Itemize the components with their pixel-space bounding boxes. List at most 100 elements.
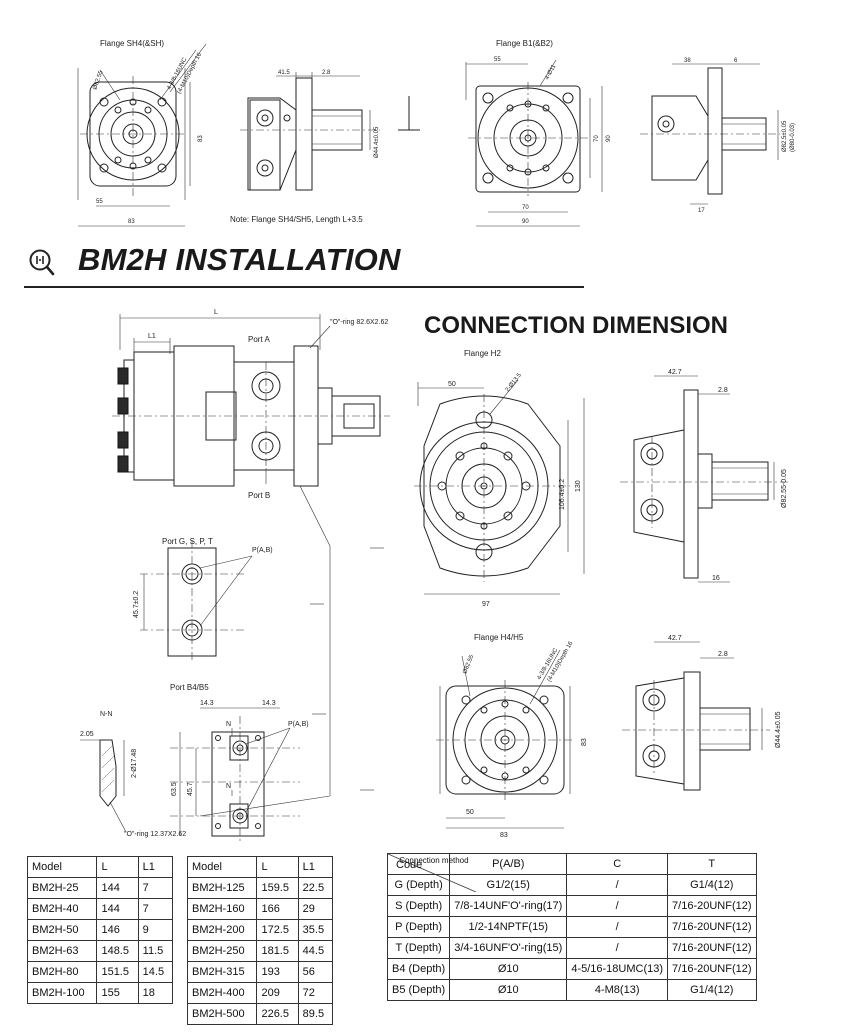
cell: 1/2-14NPTF(15) — [449, 916, 568, 938]
cell: BM2H-80 — [26, 961, 98, 983]
flange-h2-label: Flange H2 — [464, 349, 501, 358]
cell: 226.5 — [256, 1003, 299, 1025]
header-l1: L1 — [137, 856, 174, 878]
cell: 146 — [96, 919, 139, 941]
cell: BM2H-50 — [26, 919, 98, 941]
dim-45-7: 45.7 — [187, 782, 194, 796]
cell: G1/4(12) — [667, 874, 757, 896]
cell: 159.5 — [256, 877, 299, 899]
h4-dim-82-55: Ø82.55 — [462, 654, 475, 675]
port-b4b5-label: Port B4/B5 — [170, 683, 209, 692]
h4-dim-83-horizontal: 83 — [500, 832, 508, 839]
flange-b1-front-view — [465, 59, 603, 227]
cell: 18 — [137, 982, 174, 1004]
dim-82-5: Ø82.5±0.05 — [782, 120, 788, 152]
dim-38: 38 — [684, 58, 691, 64]
cell: 7/16-20UNF(12) — [667, 895, 757, 917]
flange-h2-side-view — [620, 375, 790, 583]
h4-dim-2-8: 2.8 — [718, 651, 728, 658]
port-b4b5-drawing — [170, 707, 300, 842]
cell: BM2H-200 — [186, 919, 258, 941]
cell: G (Depth) — [386, 874, 451, 896]
cell: / — [566, 916, 669, 938]
h2-dim-13-5: 2-Ø13.5 — [505, 372, 523, 393]
flange-h4-side-view — [622, 641, 770, 791]
cell: BM2H-100 — [26, 982, 98, 1004]
cell: Ø10 — [449, 958, 568, 980]
cell: BM2H-160 — [186, 898, 258, 920]
cell: P (Depth) — [386, 916, 451, 938]
dim-b1-55: 55 — [494, 57, 501, 63]
cell: 151.5 — [96, 961, 139, 983]
title-underline — [24, 286, 584, 288]
dim-6: 6 — [734, 58, 738, 64]
dim-83-vertical: 83 — [198, 135, 204, 142]
cell: G1/4(12) — [667, 979, 757, 1001]
cell: 14.5 — [137, 961, 174, 983]
flange-h4-label: Flange H4/H5 — [474, 633, 524, 642]
table-header-row: Model L L1 — [26, 856, 174, 878]
dim-l1: L1 — [148, 333, 156, 340]
dim-2-8-top: 2.8 — [322, 70, 331, 76]
cell: B4 (Depth) — [386, 958, 451, 980]
cell: 7/16-20UNF(12) — [667, 916, 757, 938]
dim-phi-82-55: Ø82.55 — [92, 70, 105, 91]
cell: 193 — [256, 961, 299, 983]
dim-90-horizontal: 90 — [522, 219, 529, 225]
dim-l: L — [214, 309, 218, 316]
table-header-row: Model L L1 — [186, 856, 334, 878]
section-n-2: N — [226, 783, 231, 790]
cell: 4-M8(13) — [566, 979, 669, 1001]
dim-70-vertical: 70 — [594, 135, 600, 142]
cell: 44.5 — [297, 940, 334, 962]
dim-2-05: 2.05 — [80, 731, 94, 738]
cell: 155 — [96, 982, 139, 1004]
table-row: G (Depth)G1/2(15)/G1/4(12) — [386, 874, 757, 896]
dim-63-5: 63.5 — [171, 782, 178, 796]
nn-label: N-N — [100, 711, 112, 718]
cell: 172.5 — [256, 919, 299, 941]
cell: BM2H-25 — [26, 877, 98, 899]
h4-dim-42-7: 42.7 — [668, 635, 682, 642]
header-l1: L1 — [297, 856, 334, 878]
cell: 209 — [256, 982, 299, 1004]
cell: 7/16-20UNF(12) — [667, 937, 757, 959]
cell: 72 — [297, 982, 334, 1004]
cell: BM2H-63 — [26, 940, 98, 962]
cell: / — [566, 895, 669, 917]
header-model: Model — [26, 856, 98, 878]
cell: 7/16-20UNF(12) — [667, 958, 757, 980]
cell: 7 — [137, 898, 174, 920]
cell: / — [566, 937, 669, 959]
header-l: L — [96, 856, 139, 878]
flange-sh4-front-view — [77, 43, 207, 227]
h2-dim-106-4: 106.4±0.2 — [559, 479, 566, 510]
dim-44-4-top: Ø44.4±0.05 — [374, 126, 380, 158]
dim-70-horizontal: 70 — [522, 205, 529, 211]
corner-code: Code — [396, 859, 423, 871]
note-text: Note: Flange SH4/SH5, Length L+3.5 — [230, 215, 363, 224]
cell: 9 — [137, 919, 174, 941]
motor-side-view — [112, 314, 390, 817]
cell: 181.5 — [256, 940, 299, 962]
main-drawings: L L1 "O"-ring 82.6X2.62 Port A Port B Po… — [80, 309, 790, 842]
h2-dim-16: 16 — [712, 575, 720, 582]
section-title-bar: BM2H INSTALLATION — [24, 236, 584, 292]
cell: 144 — [96, 877, 139, 899]
table-row: S (Depth)7/8-14UNF'O'-ring(17)/7/16-20UN… — [386, 895, 757, 917]
table-row: T (Depth)3/4-16UNF'O'-ring(15)/7/16-20UN… — [386, 937, 757, 959]
cell: 7/8-14UNF'O'-ring(17) — [449, 895, 568, 917]
table-header-row: Connection method Code P(A/B) C T — [386, 853, 757, 892]
h2-dim-42-7: 42.7 — [668, 369, 682, 376]
corner-connection-method: Connection method — [399, 856, 469, 865]
h2-dim-82-55: Ø82.55-0.05 — [781, 469, 788, 508]
